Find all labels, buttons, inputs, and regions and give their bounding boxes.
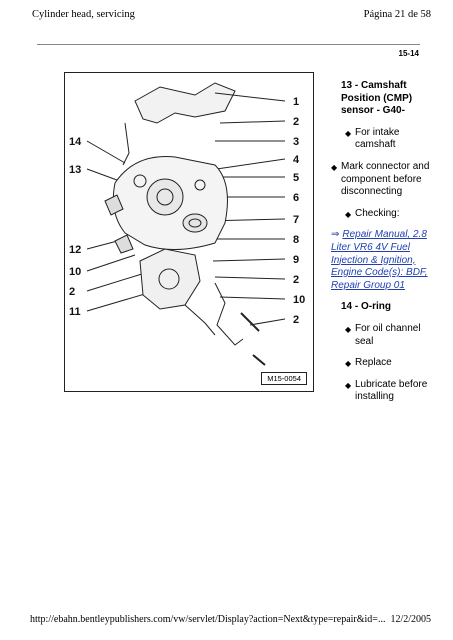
diamond-bullet-icon: ◆	[345, 209, 352, 219]
callout-2: 2	[293, 116, 299, 128]
bullet-text: Lubricate before installing	[355, 378, 428, 403]
callout-10-left: 10	[69, 266, 81, 278]
item-14-bullet-3: ◆ Lubricate before installing	[345, 378, 431, 404]
diagram-artwork: 1 2 3 4 5 6 7 8 9 2 10 2 14 13 12 10 2 1…	[69, 82, 305, 366]
document-title: Cylinder head, servicing	[32, 9, 135, 20]
item-13-bullet-1: ◆ For intake camshaft	[345, 126, 431, 152]
bullet-text: For oil channel seal	[355, 322, 421, 347]
callout-2b: 2	[293, 274, 299, 286]
bullet-text: Checking:	[355, 207, 400, 219]
callout-14: 14	[69, 136, 82, 148]
callout-3: 3	[293, 136, 299, 148]
callout-7: 7	[293, 214, 299, 226]
item-14-bullet-1: ◆ For oil channel seal	[345, 322, 431, 348]
bullet-text: For intake camshaft	[355, 126, 400, 151]
exploded-diagram: 1 2 3 4 5 6 7 8 9 2 10 2 14 13 12 10 2 1…	[64, 72, 314, 392]
footer-url: http://ebahn.bentleypublishers.com/vw/se…	[30, 614, 386, 625]
bullet-text: Replace	[355, 357, 392, 369]
item-13-bullet-3: ◆ Checking:	[345, 207, 431, 221]
diamond-bullet-icon: ◆	[345, 128, 352, 138]
callout-5: 5	[293, 172, 299, 184]
callout-11: 11	[69, 306, 81, 318]
callout-2-left: 2	[69, 286, 75, 298]
double-arrow-icon: ⇒	[331, 229, 340, 241]
callout-10: 10	[293, 294, 305, 306]
item-13-bullet-2: ◆ Mark connector and component before di…	[331, 160, 431, 199]
header-rule	[37, 44, 420, 45]
item-13-heading: 13 - Camshaft Position (CMP) sensor - G4…	[341, 80, 413, 117]
repair-manual-link-text[interactable]: Repair Manual, 2.8 Liter VR6 4V Fuel Inj…	[331, 229, 428, 291]
page-indicator: Página 21 de 58	[363, 9, 431, 20]
legend-text: 13 - Camshaft Position (CMP) sensor - G4…	[331, 80, 431, 404]
bullet-text: Mark connector and component before disc…	[341, 160, 430, 198]
diamond-bullet-icon: ◆	[331, 162, 338, 172]
callout-2c: 2	[293, 314, 299, 326]
page-reference: 15-14	[398, 49, 419, 58]
callout-8: 8	[293, 234, 299, 246]
callout-4: 4	[293, 154, 300, 166]
diamond-bullet-icon: ◆	[345, 380, 352, 390]
callout-9: 9	[293, 254, 299, 266]
callout-1: 1	[293, 96, 299, 108]
callout-13: 13	[69, 164, 81, 176]
item-14-heading: 14 - O-ring	[341, 301, 392, 313]
callout-6: 6	[293, 192, 299, 204]
callout-12: 12	[69, 244, 81, 256]
footer-date: 12/2/2005	[390, 614, 431, 625]
item-14-bullet-2: ◆ Replace	[345, 357, 431, 370]
diamond-bullet-icon: ◆	[345, 324, 352, 334]
figure-number: M15-0054	[261, 372, 307, 385]
repair-manual-link[interactable]: ⇒Repair Manual, 2.8 Liter VR6 4V Fuel In…	[331, 229, 431, 292]
diamond-bullet-icon: ◆	[345, 359, 352, 369]
